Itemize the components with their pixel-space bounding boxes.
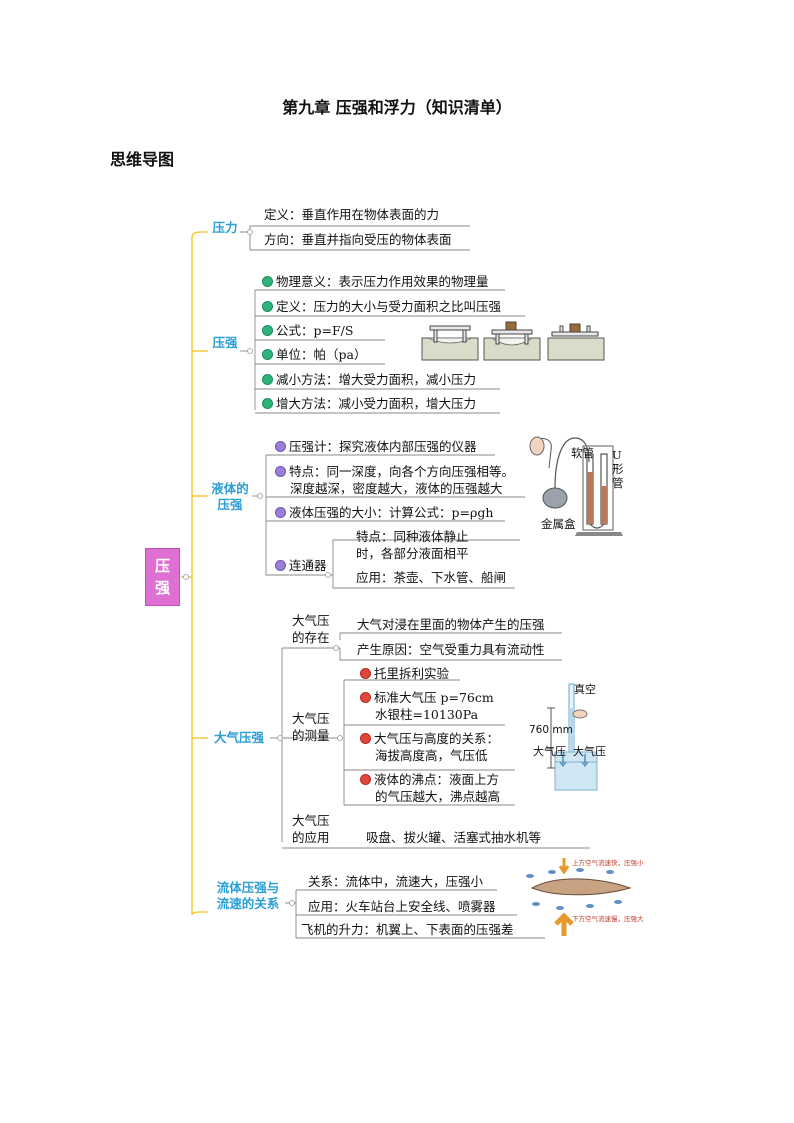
atm-app-label-line1: 大气压 (292, 813, 330, 828)
branch-pressure-force: 压力 (212, 220, 238, 235)
bullet-icon (360, 668, 371, 679)
fluid-lift: 飞机的升力：机翼上、下表面的压强差 (301, 922, 514, 937)
pressure-force-direction: 方向：垂直并指向受压的物体表面 (264, 232, 452, 247)
sponge-experiment-illustration (421, 321, 605, 361)
atm-left-label: 大气压 (533, 745, 566, 758)
pressure-force-definition: 定义：垂直作用在物体表面的力 (264, 207, 440, 222)
connector-feature-line2: 时，各部分液面相平 (356, 546, 469, 561)
atm-measure-label-line1: 大气压 (292, 711, 330, 726)
bullet-icon (360, 692, 371, 703)
branch-fluid: 流体压强与 流速的关系 (216, 880, 280, 911)
pressure-unit: 单位：帕（pa） (262, 347, 366, 363)
u-tube-label: U 形 管 (612, 448, 624, 490)
fluid-application: 应用：火车站台上安全线、喷雾器 (308, 899, 496, 914)
boiling-point-line2: 的气压越大，沸点越高 (375, 789, 501, 804)
boiling-point: 液体的沸点：液面上方 (360, 772, 499, 788)
bullet-icon (262, 325, 273, 336)
bullet-icon (275, 466, 286, 477)
bullet-icon (360, 774, 371, 785)
wing-illustration (526, 858, 632, 936)
pressure-increase: 增大方法：减小受力面积，增大压力 (262, 396, 476, 412)
liquid-gauge: 压强计：探究液体内部压强的仪器 (275, 439, 477, 455)
bullet-icon (275, 507, 286, 518)
atm-exist-label-line2: 的存在 (292, 630, 330, 645)
atm-right-label: 大气压 (573, 745, 606, 758)
standard-pressure: 标准大气压 p=76cm (360, 690, 494, 706)
pressure-meaning: 物理意义：表示压力作用效果的物理量 (262, 274, 489, 290)
bullet-icon (275, 441, 286, 452)
bullet-icon (275, 560, 286, 571)
soft-tube-label: 软管 (571, 446, 594, 460)
branch-liquid-pressure: 液体的 压强 (211, 481, 249, 512)
pressure-reduce: 减小方法：增大受力面积，减小压力 (262, 372, 476, 388)
section-title: 思维导图 (110, 150, 175, 169)
atm-exist-item1: 大气对浸在里面的物体产生的压强 (357, 617, 545, 632)
bullet-icon (262, 349, 273, 360)
bullet-icon (262, 276, 273, 287)
torricelli-illustration (547, 683, 598, 791)
wing-top-note: 上方空气流速快，压强小 (572, 859, 644, 867)
atm-app-label-line2: 的应用 (292, 830, 330, 845)
torricelli: 托里拆利实验 (360, 666, 449, 682)
height-relation-line2: 海拔高度高，气压低 (375, 748, 488, 763)
pressure-definition: 定义：压力的大小与受力面积之比叫压强 (262, 299, 501, 315)
fluid-relation: 关系：流体中，流速大，压强小 (308, 874, 484, 889)
liquid-feature: 特点：同一深度，向各个方向压强相等。 (275, 464, 514, 480)
liquid-formula: 液体压强的大小：计算公式：p=ρgh (275, 505, 493, 521)
bullet-icon (360, 733, 371, 744)
pressure-gauge-illustration (529, 436, 623, 536)
page-title: 第九章 压强和浮力（知识清单） (282, 98, 512, 117)
pressure-formula: 公式：p=F/S (262, 323, 353, 339)
atm-app-item: 吸盘、拔火罐、活塞式抽水机等 (366, 830, 542, 845)
wing-bottom-note: 下方空气流速慢，压强大 (572, 915, 644, 923)
vacuum-label: 真空 (574, 683, 596, 696)
branch-pressure: 压强 (212, 335, 238, 350)
metal-box-label: 金属盒 (541, 517, 576, 531)
connector-feature-line1: 特点：同种液体静止 (356, 529, 469, 544)
standard-pressure-line2: 水银柱=10130Pa (375, 707, 479, 722)
bullet-icon (262, 398, 273, 409)
atm-exist-label-line1: 大气压 (292, 613, 330, 628)
bullet-icon (262, 301, 273, 312)
liquid-feature-line2: 深度越深，密度越大，液体的压强越大 (290, 481, 503, 496)
height-relation: 大气压与高度的关系： (360, 731, 499, 747)
branch-atmosphere: 大气压强 (213, 730, 264, 745)
connector-use: 应用：茶壶、下水管、船闸 (356, 570, 507, 585)
bullet-icon (262, 374, 273, 385)
atm-measure-label-line2: 的测量 (292, 728, 330, 743)
mm760-label: 760 mm (529, 724, 573, 736)
root-node: 压 强 (145, 548, 180, 606)
atm-exist-item2: 产生原因：空气受重力具有流动性 (357, 642, 545, 657)
connector: 连通器 (275, 558, 327, 574)
